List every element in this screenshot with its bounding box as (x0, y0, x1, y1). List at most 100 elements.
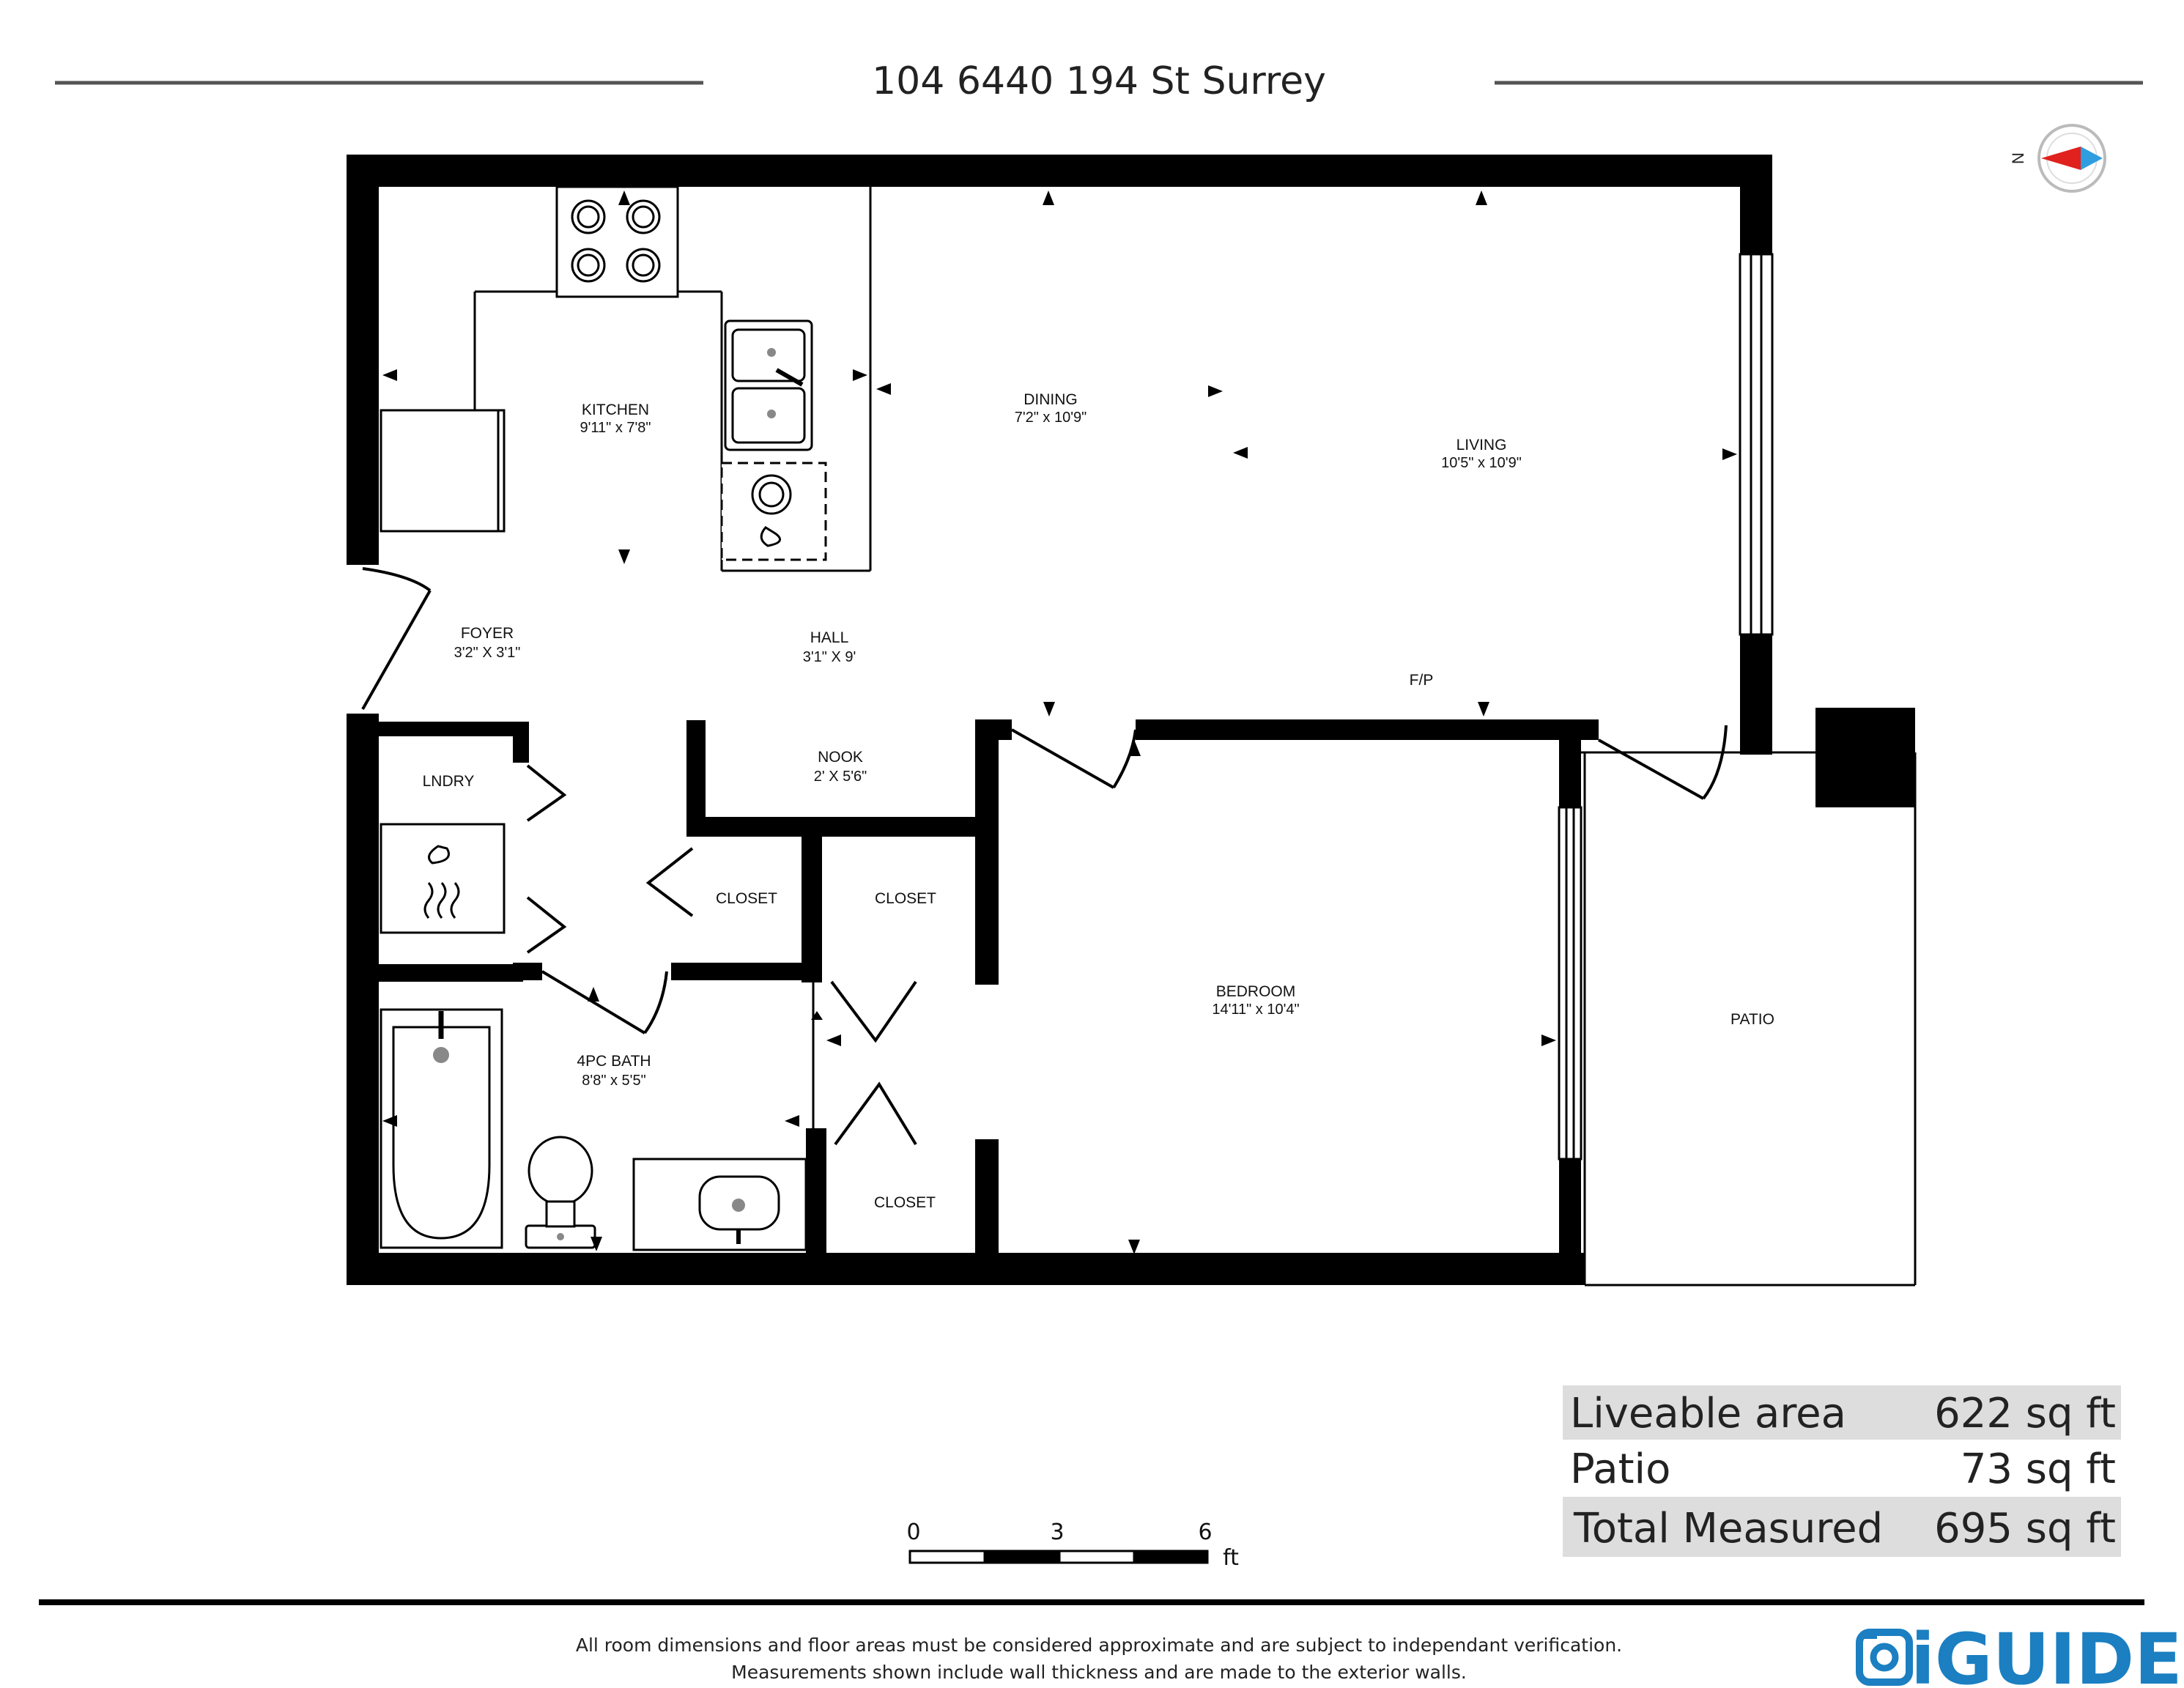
svg-text:LIVING: LIVING (1456, 437, 1507, 454)
laundry-bifold-bottom (526, 896, 567, 954)
svg-text:CLOSET: CLOSET (875, 890, 936, 907)
entry-door-arc (362, 567, 432, 592)
wall-nook-left (686, 720, 706, 836)
wall-bath-top-right (671, 963, 822, 980)
washer-dryer-icon (380, 823, 506, 934)
wall-laundry-right-lower (513, 963, 542, 980)
wall-left-lower (347, 714, 379, 1285)
area-row-3-bg (1563, 1497, 2121, 1557)
wall-bath-top-left (363, 964, 523, 982)
svg-text:DINING: DINING (1023, 391, 1078, 408)
stove-icon (555, 185, 679, 298)
room-label-closet-1: CLOSET (716, 890, 777, 907)
wall-bedroom-right-top (1559, 719, 1581, 807)
area-row-2-bg (1563, 1440, 2121, 1497)
area-label-patio: Patio (1570, 1445, 1670, 1493)
footer-disclaimer-line-1: All room dimensions and floor areas must… (576, 1635, 1622, 1656)
svg-text:3'1" X 9': 3'1" X 9' (803, 649, 856, 665)
wall-bedroom-top (1136, 719, 1599, 740)
entry-door (361, 590, 432, 710)
svg-text:9'11" x 7'8": 9'11" x 7'8" (580, 420, 651, 436)
svg-text:HALL: HALL (810, 629, 849, 646)
bathtub-icon (380, 1008, 503, 1249)
footer-rule (39, 1599, 2144, 1605)
svg-text:2' X 5'6": 2' X 5'6" (814, 769, 867, 785)
footer-disclaimer-line-2: Measurements shown include wall thicknes… (731, 1662, 1467, 1683)
wall-bedroom-left-top (975, 719, 999, 985)
wall-closet-divider-upper (802, 817, 822, 982)
area-value-total: 695 sq ft (1934, 1505, 2116, 1552)
svg-text:8'8" x 5'5": 8'8" x 5'5" (582, 1073, 645, 1089)
camera-icon (1856, 1629, 1913, 1686)
bath-door (541, 970, 646, 1034)
svg-text:LNDRY: LNDRY (423, 773, 475, 790)
area-label-liveable: Liveable area (1570, 1390, 1846, 1437)
area-table: Liveable area 622 sq ft Patio 73 sq ft T… (1563, 1385, 2121, 1557)
svg-text:CLOSET: CLOSET (716, 890, 777, 907)
svg-text:NOOK: NOOK (818, 749, 863, 766)
area-row-1-bg (1563, 1385, 2121, 1440)
room-label-lndry: LNDRY (423, 773, 475, 790)
doors (361, 567, 1728, 1146)
wall-bedroom-left-bottom (975, 1139, 999, 1285)
bath-door-arc (643, 971, 668, 1034)
wall-laundry-right (513, 722, 529, 763)
patio-door-arc (1702, 725, 1728, 800)
wall-laundry-top (363, 722, 529, 736)
laundry-bifold-top (526, 764, 567, 822)
sink-icon (724, 319, 813, 451)
iguide-logo: iGUIDE (1856, 1618, 2183, 1688)
wall-patio-post (1815, 708, 1915, 807)
svg-text:BEDROOM: BEDROOM (1216, 983, 1296, 1000)
room-label-patio: PATIO (1730, 1011, 1774, 1028)
wall-left-upper (347, 155, 379, 565)
hall-closet-bifold-top (830, 980, 917, 1043)
room-label-closet-3: CLOSET (874, 1194, 936, 1211)
toilet-icon (525, 1136, 596, 1249)
svg-text:CLOSET: CLOSET (874, 1194, 936, 1211)
bedroom-door (1011, 728, 1114, 789)
svg-text:FOYER: FOYER (461, 625, 514, 642)
area-value-patio: 73 sq ft (1961, 1445, 2116, 1493)
compass-label: N (2009, 152, 2027, 164)
room-label-bedroom: BEDROOM 14'11" x 10'4" (1212, 983, 1299, 1018)
room-label-nook: NOOK 2' X 5'6" (814, 749, 867, 785)
hall-closet-bifold-bottom (834, 1081, 917, 1146)
svg-text:KITCHEN: KITCHEN (582, 401, 649, 418)
room-label-living: LIVING 10'5" x 10'9" (1441, 437, 1522, 471)
area-value-liveable: 622 sq ft (1934, 1390, 2116, 1437)
bedroom-door-arc (1112, 729, 1137, 789)
wall-bottom (347, 1253, 1585, 1285)
wall-closet-divider-lower (806, 1128, 826, 1285)
scale-tick-0: 0 (906, 1519, 920, 1545)
svg-text:3'2" X 3'1": 3'2" X 3'1" (454, 645, 521, 661)
direction-arrows (382, 190, 1737, 1254)
walls (347, 155, 1915, 1285)
room-label-hall: HALL 3'1" X 9' (803, 629, 856, 665)
svg-text:4PC BATH: 4PC BATH (577, 1053, 651, 1070)
wall-closet-top (686, 817, 994, 837)
fireplace-label: F/P (1410, 672, 1434, 689)
page-title: 104 6440 194 St Surrey (872, 59, 1326, 103)
scale-tick-3: 3 (1050, 1519, 1064, 1545)
scale-unit: ft (1223, 1545, 1239, 1571)
window-bedroom (1558, 806, 1583, 1160)
svg-text:14'11" x 10'4": 14'11" x 10'4" (1212, 1002, 1299, 1018)
room-label-closet-2: CLOSET (875, 890, 936, 907)
wall-bedroom-right-bottom (1559, 1159, 1581, 1285)
scale-tick-6: 6 (1198, 1519, 1212, 1545)
patio-door (1598, 738, 1704, 800)
window-living (1739, 253, 1774, 636)
room-label-bath: 4PC BATH 8'8" x 5'5" (577, 1053, 651, 1089)
svg-text:PATIO: PATIO (1730, 1011, 1774, 1028)
nook-closet-bifold (645, 847, 694, 917)
wall-right-upper (1740, 155, 1772, 254)
fridge-icon (380, 409, 506, 533)
compass-icon: N (2009, 124, 2106, 193)
vanity-icon (632, 1158, 807, 1251)
room-label-dining: DINING 7'2" x 10'9" (1015, 391, 1087, 426)
interior-lines (473, 187, 1917, 1287)
room-label-kitchen: KITCHEN 9'11" x 7'8" (580, 401, 651, 436)
dishwasher-icon (720, 462, 827, 561)
